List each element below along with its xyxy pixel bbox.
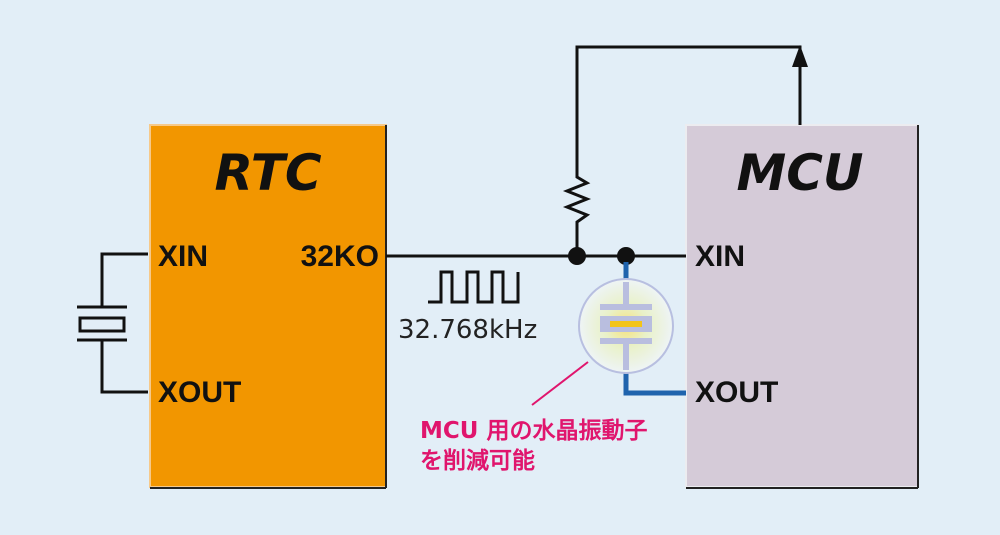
rtc-pin-32ko: 32KO — [301, 240, 379, 273]
junction-dot — [568, 247, 586, 265]
mcu-block: MCU XIN XOUT — [685, 124, 919, 489]
rtc-pin-xout: XOUT — [158, 376, 241, 409]
junction-dot — [617, 247, 635, 265]
mcu-pin-xin: XIN — [695, 240, 745, 273]
rtc-pin-xin: XIN — [158, 240, 208, 273]
annotation-line-2: を削減可能 — [420, 447, 535, 474]
mcu-title: MCU — [736, 144, 863, 202]
removable-crystal-icon — [578, 278, 674, 374]
mcu-pin-xout: XOUT — [695, 376, 778, 409]
arrow-up-icon — [792, 45, 808, 67]
resistor-icon — [562, 45, 802, 256]
rtc-crystal-icon — [77, 252, 148, 394]
frequency-label: 32.768kHz — [398, 315, 537, 345]
annotation-leader-line — [531, 361, 589, 406]
rtc-block: RTC XIN XOUT 32KO — [149, 124, 387, 489]
square-wave-icon — [428, 270, 520, 304]
rtc-title: RTC — [214, 144, 321, 202]
annotation-line-1: MCU 用の水晶振動子 — [420, 417, 647, 444]
